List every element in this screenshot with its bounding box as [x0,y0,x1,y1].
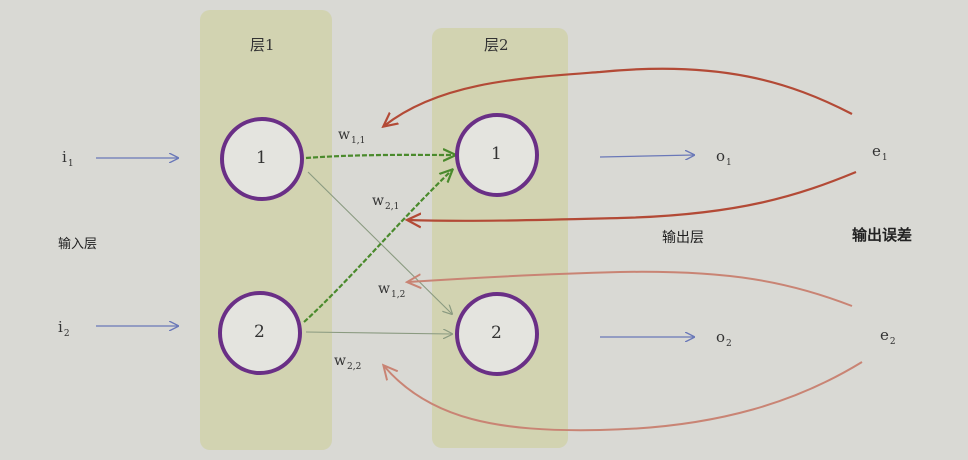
link-2-to-2 [305,332,452,334]
weight-w12: w1,2 [378,282,405,300]
output-o2-sub: 2 [726,339,732,349]
weight-w12-base: w [378,281,390,297]
weight-w21-base: w [372,193,384,209]
layer1-title: 层1 [250,36,275,54]
layer2-title: 层2 [484,36,509,54]
layer1-node-1 [220,117,304,201]
output-layer-label: 输出层 [662,230,704,246]
weight-w11: w1,1 [338,128,365,146]
error-e2: e2 [880,328,896,347]
error-curve-e2-to-w22 [384,361,863,432]
weight-w22: w2,2 [334,354,361,372]
link-2-to-1-highlight [303,170,452,323]
weight-w21-sub: 2,1 [384,202,400,212]
input-i2-sub: 2 [63,329,70,339]
layer1-node-2 [218,291,302,375]
output-o1-base: o [716,147,726,165]
layer1-band [200,10,332,450]
input-layer-label: 输入层 [58,237,98,252]
link-1-to-1-highlight [305,155,455,158]
output-o2-base: o [716,328,726,346]
weight-w11-sub: 1,1 [350,136,366,146]
input-i2-base: i [58,318,63,336]
layer2-band [432,28,568,448]
input-i1-sub: 1 [67,159,74,169]
error-e1-base: e [872,142,881,160]
error-e1-sub: 1 [881,153,888,163]
weight-w12-sub: 1,2 [390,290,406,300]
layer2-node-2-label: 2 [491,323,502,343]
weight-w11-base: w [338,127,350,143]
error-curve-e2-to-w12 [408,270,853,307]
error-e1: e1 [872,144,888,163]
output-o1: o1 [716,149,732,168]
output-o2: o2 [716,330,732,349]
error-curve-e1-to-w21 [408,170,857,221]
weight-w22-base: w [334,353,346,369]
output-o1-sub: 1 [726,158,732,168]
output-arrow-1 [599,155,694,157]
error-curve-e1-to-w11 [384,67,853,126]
layer1-node-2-label: 2 [254,322,265,342]
layer2-node-2 [455,292,539,376]
input-i1: i1 [62,150,74,169]
weight-w21: w2,1 [372,194,399,212]
layer2-node-1 [455,113,539,197]
error-e2-base: e [880,326,889,344]
input-i2: i2 [58,320,70,339]
layer1-node-1-label: 1 [256,148,267,168]
error-e2-sub: 2 [889,337,896,347]
input-i1-base: i [62,148,67,166]
weight-w22-sub: 2,2 [346,362,362,372]
layer2-node-1-label: 1 [491,144,502,164]
output-error-label: 输出误差 [852,226,913,244]
